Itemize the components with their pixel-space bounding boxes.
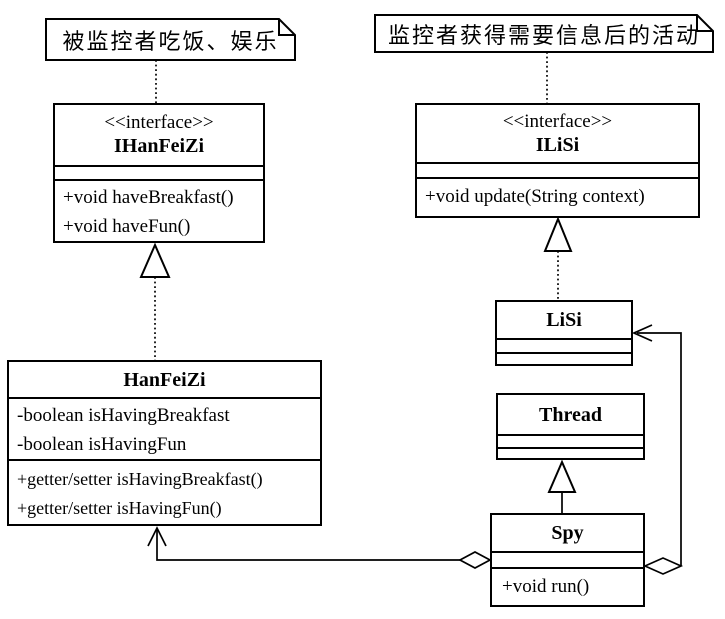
class-header: LiSi [497, 302, 631, 338]
note-hanfeizi: 被监控者吃饭、娱乐 [62, 28, 279, 54]
class-name: Thread [539, 403, 602, 426]
class-name: Spy [551, 522, 584, 544]
attributes-compartment [417, 162, 698, 177]
methods-compartment [498, 447, 643, 458]
class-box-ilisi: <<interface>> ILiSi +void update(String … [415, 103, 700, 218]
method-item: +void update(String context) [425, 186, 645, 207]
method-item: +getter/setter isHavingBreakfast() [17, 469, 263, 489]
attributes-compartment [55, 165, 263, 179]
aggregation-arrow-spy-hanfeizi [147, 526, 492, 569]
realization-arrow-ilisi [543, 216, 573, 300]
methods-compartment: +getter/setter isHavingBreakfast() +gett… [9, 459, 320, 524]
class-header: HanFeiZi [9, 362, 320, 397]
class-name: ILiSi [535, 133, 580, 156]
methods-compartment [497, 352, 631, 364]
note-lisi: 监控者获得需要信息后的活动 [387, 22, 700, 48]
class-header: Spy [492, 515, 643, 551]
class-name: IHanFeiZi [113, 135, 204, 157]
method-item: +void haveBreakfast() [63, 187, 234, 208]
methods-compartment: +void run() [492, 567, 643, 605]
class-header: Thread [498, 395, 643, 434]
class-box-ihanfeizi: <<interface>> IHanFeiZi +void haveBreakf… [53, 103, 265, 243]
method-item: +getter/setter isHavingFun() [17, 498, 222, 518]
note-shape-left [45, 18, 296, 61]
aggregation-arrow-spy-lisi [631, 324, 684, 575]
attributes-compartment [498, 434, 643, 447]
method-item: +void run() [502, 576, 590, 597]
class-header: <<interface>> ILiSi [417, 105, 698, 162]
attribute-item: -boolean isHavingBreakfast [17, 405, 230, 426]
class-box-hanfeizi: HanFeiZi -boolean isHavingBreakfast -boo… [7, 360, 322, 526]
generalization-arrow-spy-thread [547, 459, 577, 513]
stereotype-label: <<interface>> [502, 110, 613, 132]
class-name: LiSi [546, 309, 582, 331]
class-name: HanFeiZi [123, 368, 206, 391]
realization-arrow-ihanfeizi [139, 242, 171, 360]
attributes-compartment: -boolean isHavingBreakfast -boolean isHa… [9, 397, 320, 459]
stereotype-label: <<interface>> [104, 112, 214, 133]
attribute-item: -boolean isHavingFun [17, 434, 187, 455]
method-item: +void haveFun() [63, 216, 191, 237]
class-box-lisi: LiSi [495, 300, 633, 366]
class-box-thread: Thread [496, 393, 645, 460]
class-header: <<interface>> IHanFeiZi [55, 105, 263, 165]
class-box-spy: Spy +void run() [490, 513, 645, 607]
methods-compartment: +void haveBreakfast() +void haveFun() [55, 179, 263, 241]
note-shape-right [374, 14, 714, 53]
attributes-compartment [492, 551, 643, 567]
attributes-compartment [497, 338, 631, 352]
methods-compartment: +void update(String context) [417, 177, 698, 216]
